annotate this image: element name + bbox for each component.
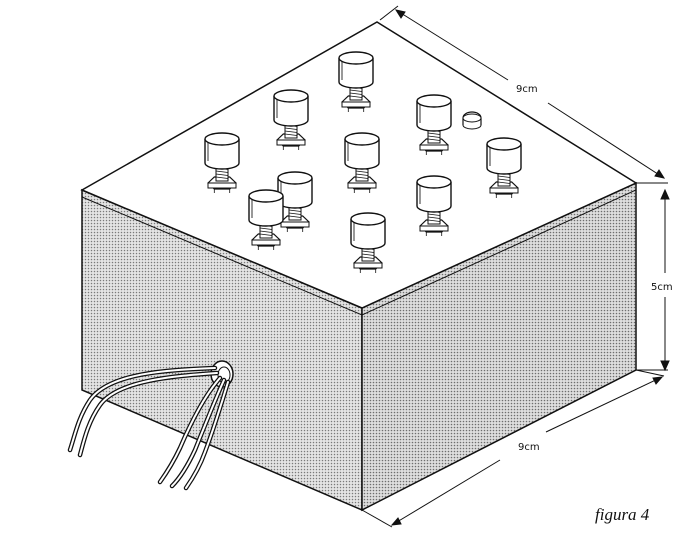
push-button <box>416 175 452 236</box>
push-button <box>344 132 380 193</box>
push-button <box>204 132 240 193</box>
push-buttons <box>204 51 522 273</box>
dimension-height <box>636 188 670 372</box>
dimension-depth <box>379 5 668 184</box>
push-button <box>486 137 522 198</box>
push-button <box>248 189 284 250</box>
cable-bundle <box>67 365 231 491</box>
led-indicator <box>462 111 482 130</box>
dimension-width-label: 9cm <box>518 442 540 453</box>
figure-caption: figura 4 <box>595 505 650 524</box>
push-button <box>350 212 386 273</box>
push-button <box>273 89 309 150</box>
dimension-width <box>361 369 665 528</box>
push-button <box>416 94 452 155</box>
dimension-height-label: 5cm <box>651 282 673 293</box>
push-button <box>338 51 374 112</box>
top-edge-lip <box>81 189 637 316</box>
dimension-depth-label: 9cm <box>516 84 538 95</box>
